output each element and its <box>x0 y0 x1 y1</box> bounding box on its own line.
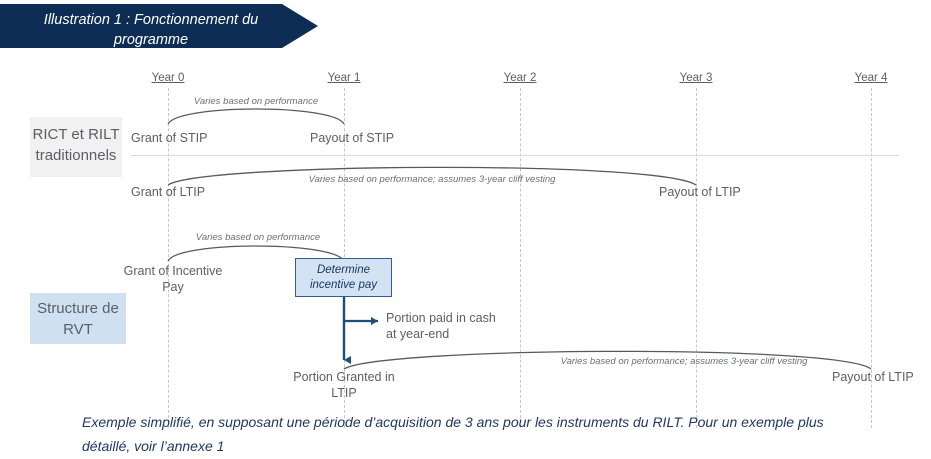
year-label-4: Year 4 <box>854 72 888 84</box>
year-label-0: Year 0 <box>151 72 185 84</box>
arc-stip <box>167 108 345 125</box>
section-label-rvt: Structure de RVT <box>30 293 126 344</box>
annotation-stip: Varies based on performance <box>193 96 319 107</box>
gridline-year-3 <box>696 88 697 428</box>
label-payout-of-ltip-rvt: Payout of LTIP <box>832 370 914 384</box>
year-label-2: Year 2 <box>503 72 537 84</box>
label-grant-of-stip: Grant of STIP <box>131 131 208 145</box>
gridline-year-2 <box>520 88 521 428</box>
footer-note: Exemple simplifié, en supposant une péri… <box>82 414 824 454</box>
section-divider <box>131 155 899 156</box>
determine-incentive-pay-box[interactable]: Determine incentive pay <box>295 258 392 297</box>
section-label-traditional-text: RICT et RILT traditionnels <box>32 126 120 164</box>
banner-title: Illustration 1 : Fonctionnement du progr… <box>43 12 259 48</box>
label-grant-of-ltip: Grant of LTIP <box>131 185 206 199</box>
gridline-year-4 <box>871 88 872 428</box>
year-label-3: Year 3 <box>679 72 713 84</box>
annotation-incentive-pay: Varies based on performance <box>195 232 321 243</box>
title-banner: Illustration 1 : Fonctionnement du progr… <box>0 4 318 48</box>
section-label-rvt-text: Structure de RVT <box>37 299 119 338</box>
label-payout-of-stip: Payout of STIP <box>310 131 395 145</box>
year-label-1: Year 1 <box>327 72 361 84</box>
label-payout-of-ltip-traditional: Payout of LTIP <box>659 185 741 199</box>
section-label-traditional: RICT et RILT traditionnels <box>30 117 122 177</box>
annotation-ltip-rvt: Varies based on performance; assumes 3-y… <box>560 356 808 367</box>
label-portion-granted-in-ltip: Portion Granted in LTIP <box>293 370 395 400</box>
label-grant-of-incentive-pay: Grant of Incentive Pay <box>123 264 223 294</box>
determine-incentive-pay-label: Determine incentive pay <box>309 263 378 291</box>
label-cash-branch: Portion paid in cash at year-end <box>386 311 496 341</box>
annotation-ltip-traditional: Varies based on performance; assumes 3-y… <box>308 174 556 185</box>
